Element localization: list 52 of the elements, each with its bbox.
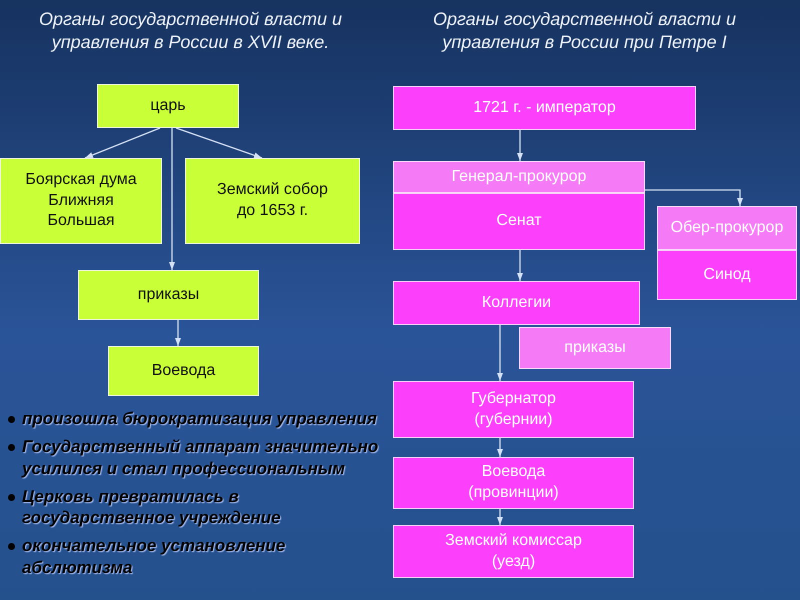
org-box (657, 206, 797, 250)
org-box (393, 457, 634, 509)
box-label: Сенат (496, 211, 542, 232)
bullet-statement: Государственный аппарат значительно усилился и стал профессиональным (22, 436, 380, 479)
arrow (176, 127, 262, 159)
arrow (497, 438, 503, 457)
box-label: Боярская дума (25, 170, 137, 190)
arrow (645, 189, 743, 206)
org-box (393, 381, 634, 438)
box-label: 1721 г. - император (473, 98, 616, 118)
box-label: Земский собор (217, 180, 328, 200)
box-label: царь (150, 96, 186, 116)
box-label: Воевода (152, 360, 216, 381)
arrow (517, 250, 523, 281)
org-box (657, 250, 797, 300)
box-label: Губернатор (471, 388, 556, 409)
box-label: (уезд) (492, 552, 536, 572)
box-label: Воевода (482, 462, 546, 482)
org-box (108, 346, 259, 396)
org-box (185, 158, 360, 244)
org-box (393, 193, 645, 250)
column-heading: Органы государственной власти и управления в России при Петре I (432, 8, 738, 54)
org-box (78, 270, 259, 320)
org-box (393, 281, 640, 325)
org-box (393, 86, 696, 130)
column-heading: Органы государственной власти и управления в России в XVII веке. (38, 8, 344, 54)
box-label: Обер-прокурор (670, 218, 784, 238)
box-label: Генерал-прокурор (452, 166, 586, 187)
bullet-statement: окончательное установление абслютизма (22, 535, 286, 578)
arrow (84, 127, 160, 159)
box-label: Земский комиссар (445, 530, 582, 551)
box-label: приказы (138, 284, 200, 305)
box-label: (провинции) (468, 483, 559, 503)
bullet-statement: произошла бюрократизация управления (22, 408, 377, 430)
arrow (517, 130, 523, 161)
org-box (97, 84, 239, 128)
box-label: Синод (703, 264, 751, 285)
arrow (169, 128, 175, 270)
box-label: (губернии) (474, 410, 553, 430)
arrow (497, 325, 503, 381)
box-label: Большая (47, 211, 115, 232)
bullet-statement: Церковь превратилась в государственное учреждение (22, 486, 282, 528)
org-box (0, 158, 162, 244)
org-box (393, 161, 645, 193)
box-label: Коллегии (482, 292, 552, 313)
arrow (175, 320, 181, 346)
box-label: приказы (564, 338, 626, 358)
box-label: до 1653 г. (236, 201, 308, 221)
org-box (519, 327, 671, 369)
box-label: Ближняя (48, 190, 114, 211)
arrow (497, 509, 503, 525)
org-box (393, 525, 634, 578)
